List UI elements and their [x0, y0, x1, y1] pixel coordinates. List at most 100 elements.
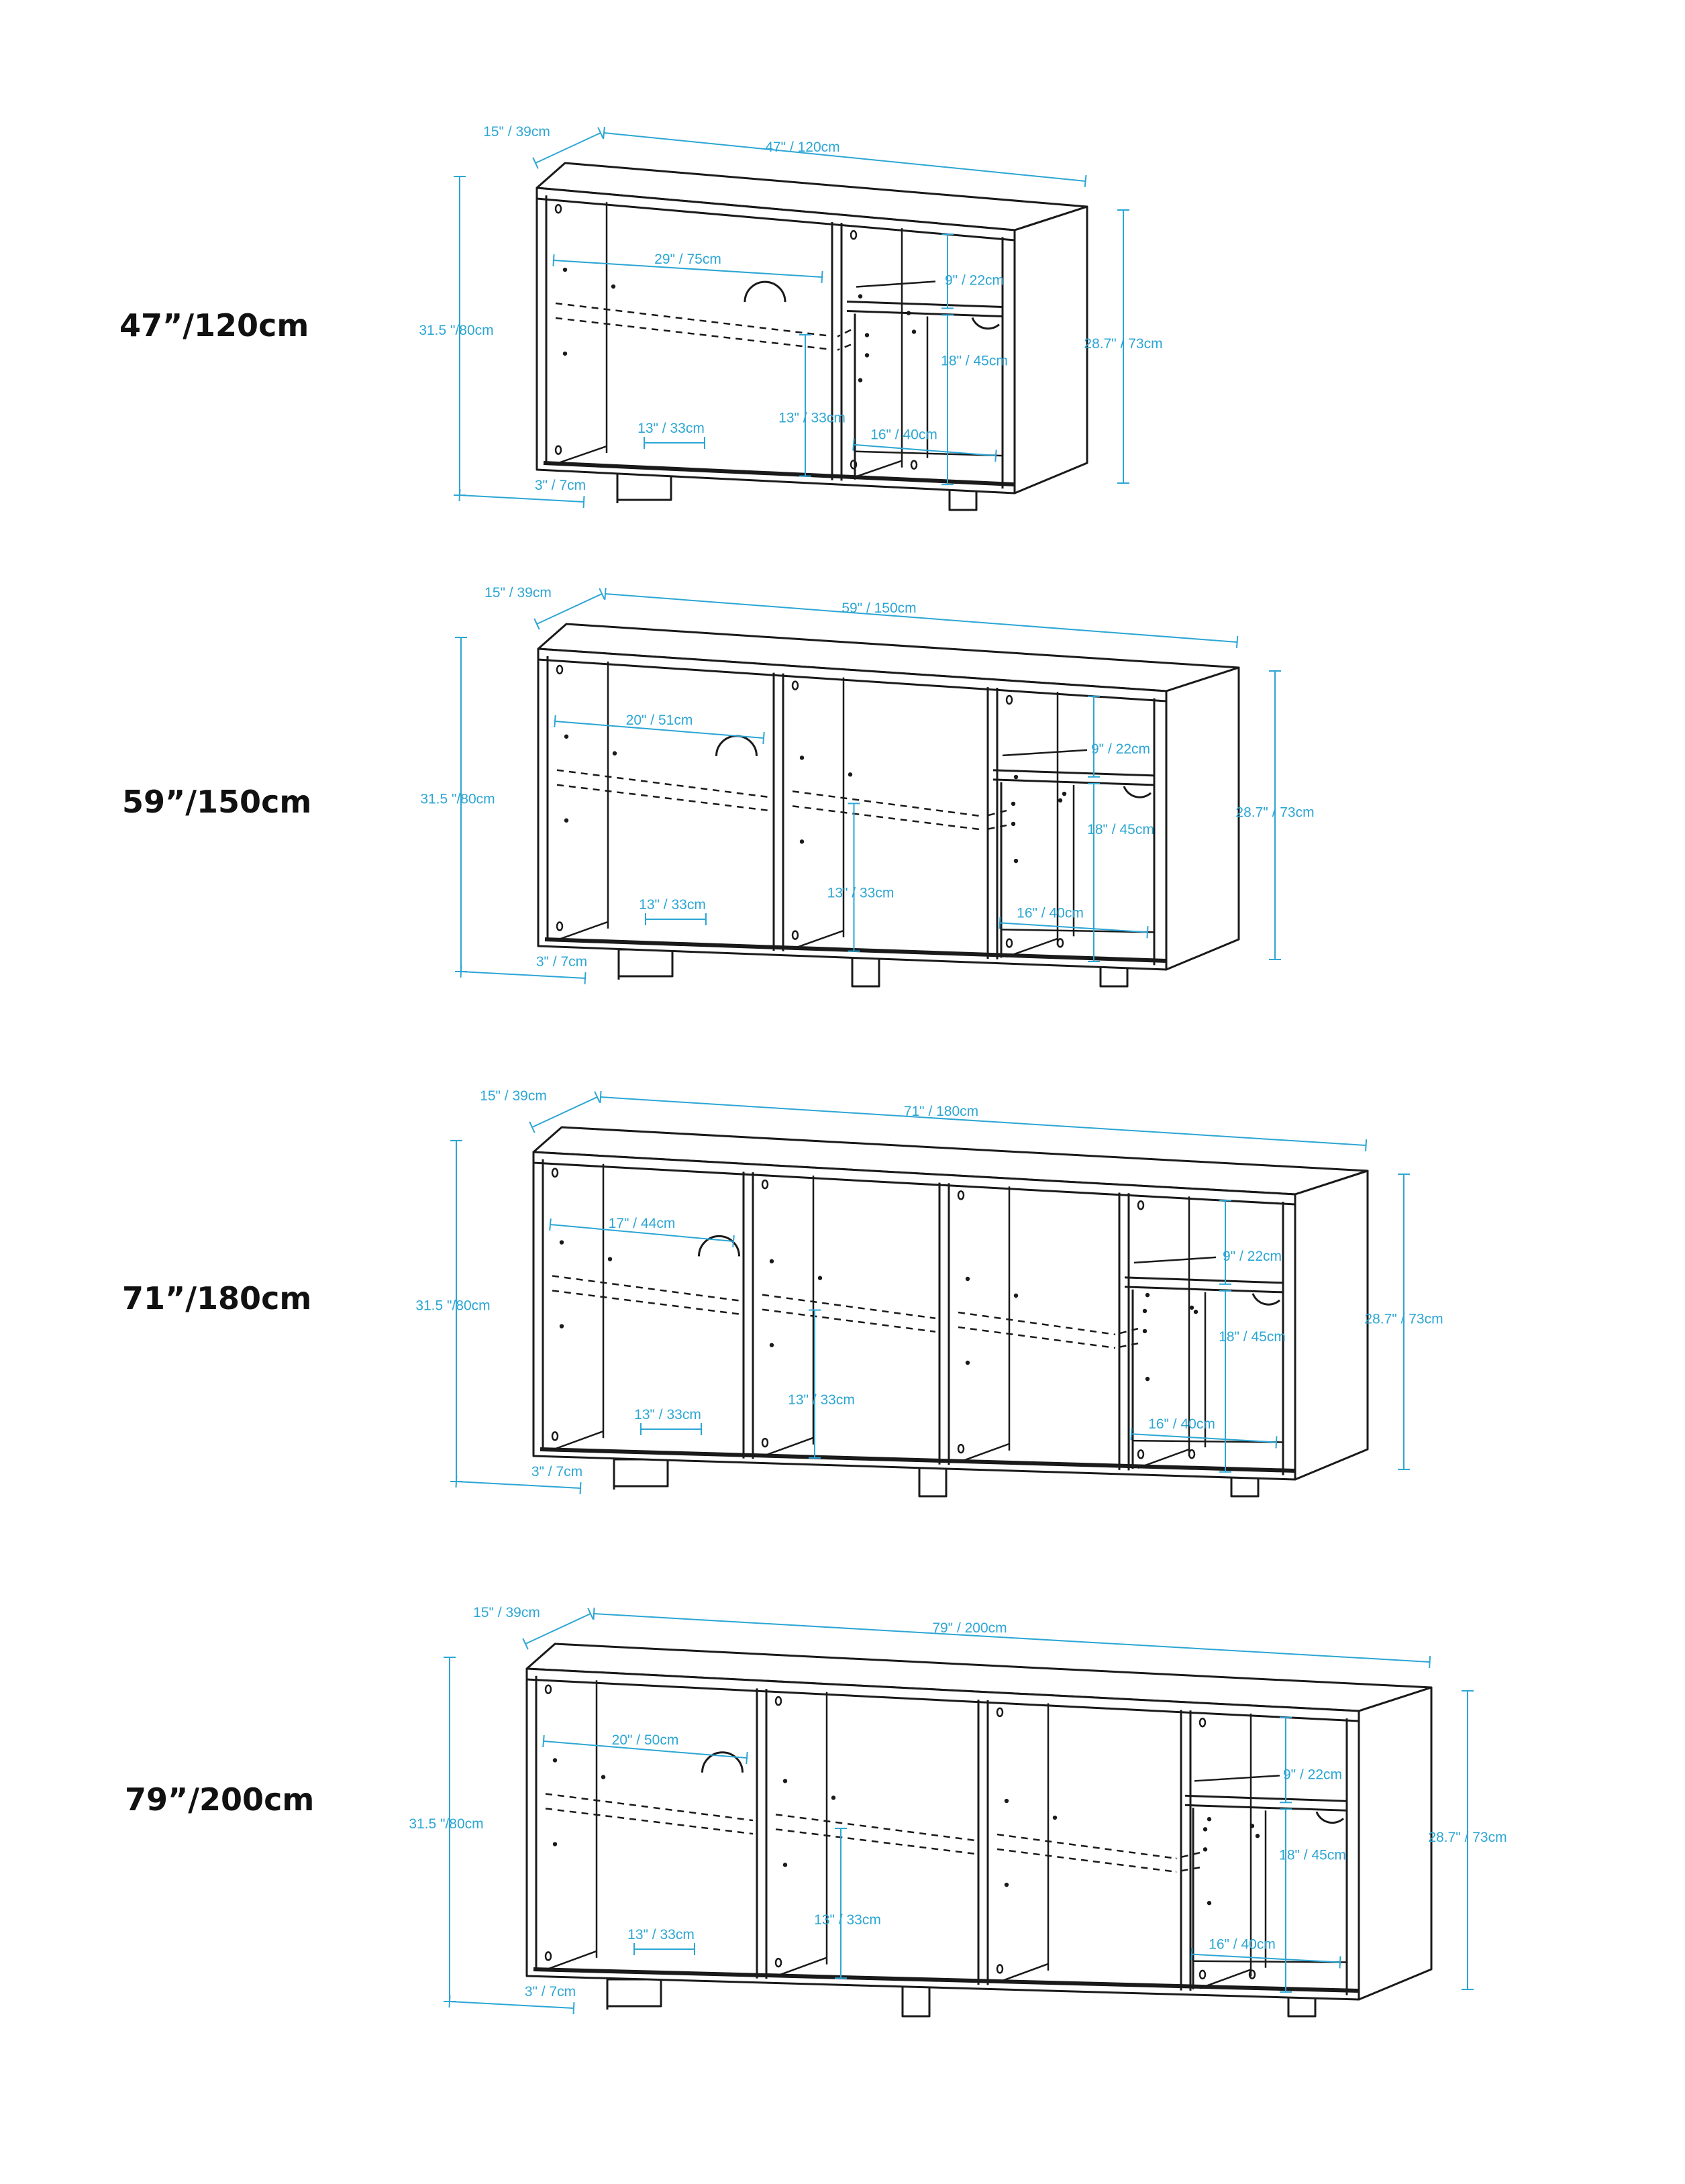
dim-leg-height-line — [459, 495, 584, 503]
dim-compartment-width — [554, 715, 765, 745]
shelf-pin-b-1 — [562, 351, 568, 356]
dim-width — [603, 126, 1087, 188]
shelf-pin-b-3 — [1004, 1882, 1009, 1887]
door-handle-cutout — [971, 317, 1000, 330]
cam-hole-top-4 — [1137, 1200, 1145, 1210]
cam-hole-bottom-3 — [1005, 938, 1013, 948]
shelf-pin-c-3 — [1052, 1815, 1058, 1820]
small-shelf-back — [1002, 749, 1088, 757]
shelf-pin-a-1 — [564, 734, 569, 739]
dashed-shelf-1-front — [552, 1290, 740, 1315]
label-shelf-depth-b: 13" / 33cm — [778, 411, 846, 426]
cam-hole-top-2 — [850, 229, 858, 240]
dashed-shelf-3 — [997, 1833, 1178, 1860]
dim-shelf-depth-a — [633, 1943, 695, 1955]
small-shelf-top — [1184, 1794, 1347, 1802]
bay-floor-edge-2 — [762, 1437, 814, 1457]
cam-hole-bottom-4 — [1198, 1969, 1207, 1980]
dim-door-width — [1130, 1428, 1278, 1449]
shelf-pin-c-1 — [612, 751, 617, 756]
label-compartment-width: 20" / 50cm — [612, 1732, 679, 1748]
top-rail — [526, 1678, 1360, 1722]
dim-leg-height-line — [456, 1481, 581, 1489]
dim-shelf-depth-b — [799, 334, 811, 477]
label-shelf-depth-a: 13" / 33cm — [637, 421, 705, 436]
shelf-pin-c-2 — [848, 772, 853, 777]
small-shelf-back — [1133, 1256, 1217, 1264]
shelf-pin-a-1 — [562, 267, 568, 272]
dim-depth-tick-end — [597, 127, 604, 139]
bay-floor-edge-1 — [555, 445, 607, 465]
label-body-height: 28.7" / 73cm — [1084, 336, 1162, 352]
label-shelf-depth-a: 13" / 33cm — [634, 1407, 701, 1422]
cam-hole-top-2 — [791, 680, 799, 690]
shelf-pin-a-2 — [858, 294, 863, 299]
dashed-shelf-2-front — [775, 1828, 975, 1855]
dim-shelf-depth-b — [835, 1828, 847, 1979]
bay-handle-cutout — [698, 1235, 740, 1257]
small-shelf-back — [1194, 1775, 1280, 1782]
door-handle-cutout — [1252, 1293, 1280, 1306]
label-small-shelf: 9" / 22cm — [945, 272, 1004, 288]
bay-handle-cutout — [701, 1751, 744, 1773]
label-compartment-width: 20" / 51cm — [626, 713, 693, 728]
shelf-pin-c-1 — [601, 1775, 606, 1779]
dashed-shelf-3-front — [997, 1848, 1178, 1873]
dim-leg-height — [458, 488, 585, 509]
bottom-rail — [543, 461, 1015, 486]
dim-door-width-line — [999, 922, 1148, 933]
door-pin-b — [1142, 1329, 1147, 1334]
door-pin-c — [1249, 1824, 1255, 1828]
dim-width-tick-end — [1084, 174, 1087, 188]
label-width: 47" / 120cm — [765, 140, 839, 155]
bay-floor-edge-1 — [545, 1950, 597, 1971]
cam-hole-bottom-2 — [791, 930, 799, 940]
shelf-pin-c-3 — [1062, 791, 1067, 796]
dim-door-width — [852, 438, 997, 462]
dim-leg-height — [455, 1475, 582, 1495]
dim-width-tick-end — [1429, 1655, 1431, 1669]
dim-small-shelf — [1280, 1716, 1292, 1804]
dim-leg-height-tick-start — [460, 965, 462, 978]
shelf-pin-a-2 — [769, 1259, 774, 1263]
small-shelf-top — [992, 769, 1155, 777]
label-door-width: 16" / 40cm — [1209, 1937, 1276, 1953]
dim-depth-tick-end — [599, 588, 605, 600]
label-depth: 15" / 39cm — [480, 1088, 547, 1104]
dashed-shelf-3-front — [958, 1326, 1116, 1349]
door-pin-a — [1011, 801, 1016, 807]
bay-floor-edge-2 — [850, 460, 903, 480]
dim-small-shelf — [941, 233, 954, 309]
shelf-pin-c-4 — [1255, 1834, 1260, 1838]
dim-door-height — [941, 314, 954, 486]
front-frame — [532, 1151, 1296, 1481]
cam-hole-top-3 — [1005, 694, 1013, 705]
dim-compartment-width-tick-start — [554, 715, 556, 728]
shelf-pin-a-2 — [799, 756, 805, 760]
dashed-shelf-2 — [762, 1294, 936, 1319]
cam-hole-bottom-3 — [996, 1964, 1004, 1974]
dim-body-height — [1269, 670, 1281, 960]
top-rail — [533, 1161, 1296, 1206]
dim-small-shelf — [1219, 1200, 1231, 1285]
label-small-shelf: 9" / 22cm — [1283, 1767, 1342, 1782]
size-title-120: 47”/120cm — [119, 307, 309, 344]
dashed-shelf-1 — [552, 1275, 740, 1302]
door-pin-c — [1189, 1305, 1194, 1310]
dim-compartment-width-tick-end — [746, 1751, 748, 1765]
dashed-shelf-2 — [837, 329, 852, 337]
dim-width-line — [605, 593, 1237, 643]
label-depth: 15" / 39cm — [483, 124, 550, 140]
small-shelf-top — [846, 300, 1003, 308]
small-shelf-bottom — [846, 309, 1003, 317]
dim-depth-line — [535, 132, 601, 164]
dim-compartment-width-line — [543, 1740, 748, 1759]
dim-depth-line — [536, 593, 603, 625]
label-total-height: 31.5 "/80cm — [409, 1816, 483, 1832]
label-total-height: 31.5 "/80cm — [415, 1298, 490, 1314]
shelf-pin-a-4 — [1207, 1817, 1212, 1822]
